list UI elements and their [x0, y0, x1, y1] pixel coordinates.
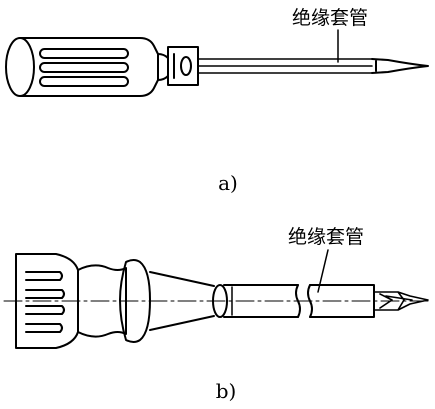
figure-a-caption: a): [218, 171, 238, 195]
figure-b-caption: b): [216, 379, 237, 403]
figure-b-handle-flutes: [25, 271, 65, 333]
figure-a-screwdriver: [5, 29, 429, 97]
figure-b-sleeve-left: [223, 284, 299, 318]
figure-b-shaft-ring: [212, 284, 228, 318]
figure-b-handle-body: [77, 264, 127, 338]
figure-a-ferrule: [167, 46, 199, 86]
figure-a-handle: [19, 37, 159, 97]
figure-b-callout-leader: [317, 249, 329, 293]
figure-b-taper: [149, 271, 215, 331]
figure-a-shaft: [197, 58, 373, 74]
figure-b-cross-tip: [373, 291, 429, 311]
figure-a-ferrule-hole: [180, 56, 192, 76]
figure-a-blade-tip: [371, 58, 429, 74]
figure-b-callout-text: 绝缘套管: [288, 226, 364, 248]
figure-b-screwdriver: [3, 249, 433, 349]
figure-a-neck: [157, 53, 169, 81]
figure-b-break-right: [307, 284, 313, 318]
figure-b-break-left: [295, 284, 301, 318]
figure-a-handle-end: [5, 37, 35, 97]
figure-b-collar: [119, 259, 151, 343]
figure-a-callout-text: 绝缘套管: [292, 7, 368, 29]
figure-a-grip-grooves: [39, 48, 129, 87]
figure-b-sleeve-right: [309, 284, 375, 318]
